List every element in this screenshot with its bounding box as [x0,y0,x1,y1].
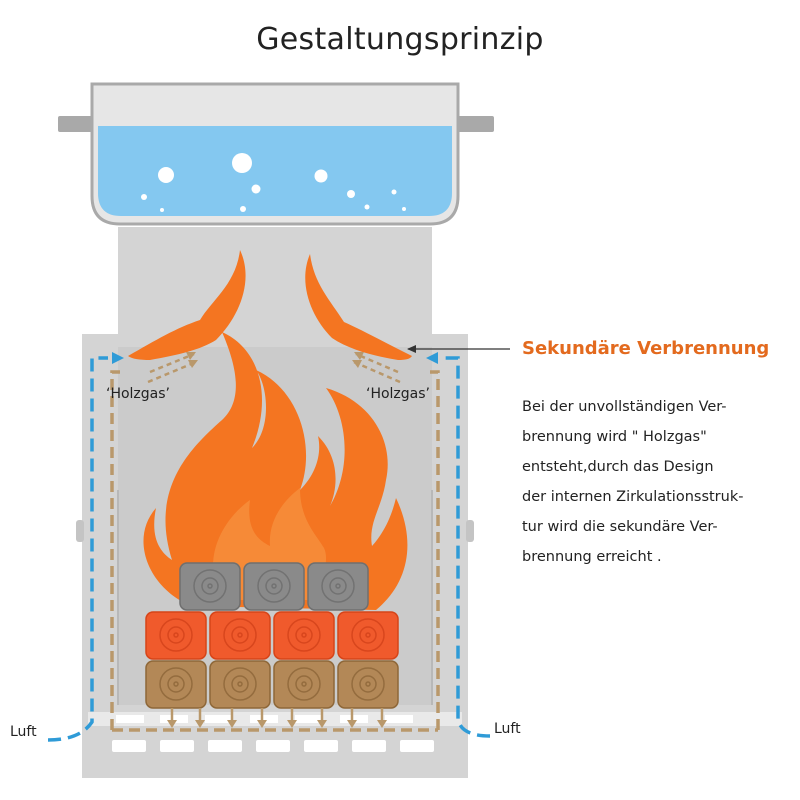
air-arrow-right [426,352,438,364]
holzgas-arrows [147,352,401,384]
side-bump-right [466,520,474,542]
secondary-flame-left [128,250,246,360]
callout-line: brennung wird " Holzgas" [522,429,707,445]
callout-line: entsteht,durch das Design [522,459,714,475]
callout-line: der internen Zirkulationsstruk- [522,489,744,505]
logs-bottom-row [145,660,399,709]
callout-line: tur wird die sekundäre Ver- [522,519,718,535]
luft-label-right: Luft [494,721,521,737]
callout-heading: Sekundäre Verbrennung [522,338,770,359]
holzgas-arrowheads [186,352,364,368]
holzgas-label-left: ‘Holzgas’ [106,386,170,402]
gas-down-arrows [167,708,387,728]
luft-label-left: Luft [10,724,37,740]
gas-circulation-path [110,370,440,732]
air-flow-right [442,356,491,738]
diagram-title: Gestaltungsprinzip [256,22,544,57]
grate-slots [116,715,413,723]
secondary-flame-right [305,254,412,360]
air-flow-left [47,356,108,742]
callout-description: Bei der unvollständigen Ver- brennung wi… [522,392,792,572]
main-flame [143,332,408,610]
logs-top-row [179,562,369,611]
stove-top [118,227,432,347]
callout-line: brennung erreicht . [522,549,662,565]
air-arrow-left [112,352,124,364]
water-bubbles [141,153,406,212]
pot-water [98,126,452,216]
holzgas-label-right: ‘Holzgas’ [366,386,430,402]
side-bump-left [76,520,84,542]
callout-line: Bei der unvollständigen Ver- [522,399,727,415]
logs-middle-row [145,611,399,660]
base-openings [112,740,434,752]
